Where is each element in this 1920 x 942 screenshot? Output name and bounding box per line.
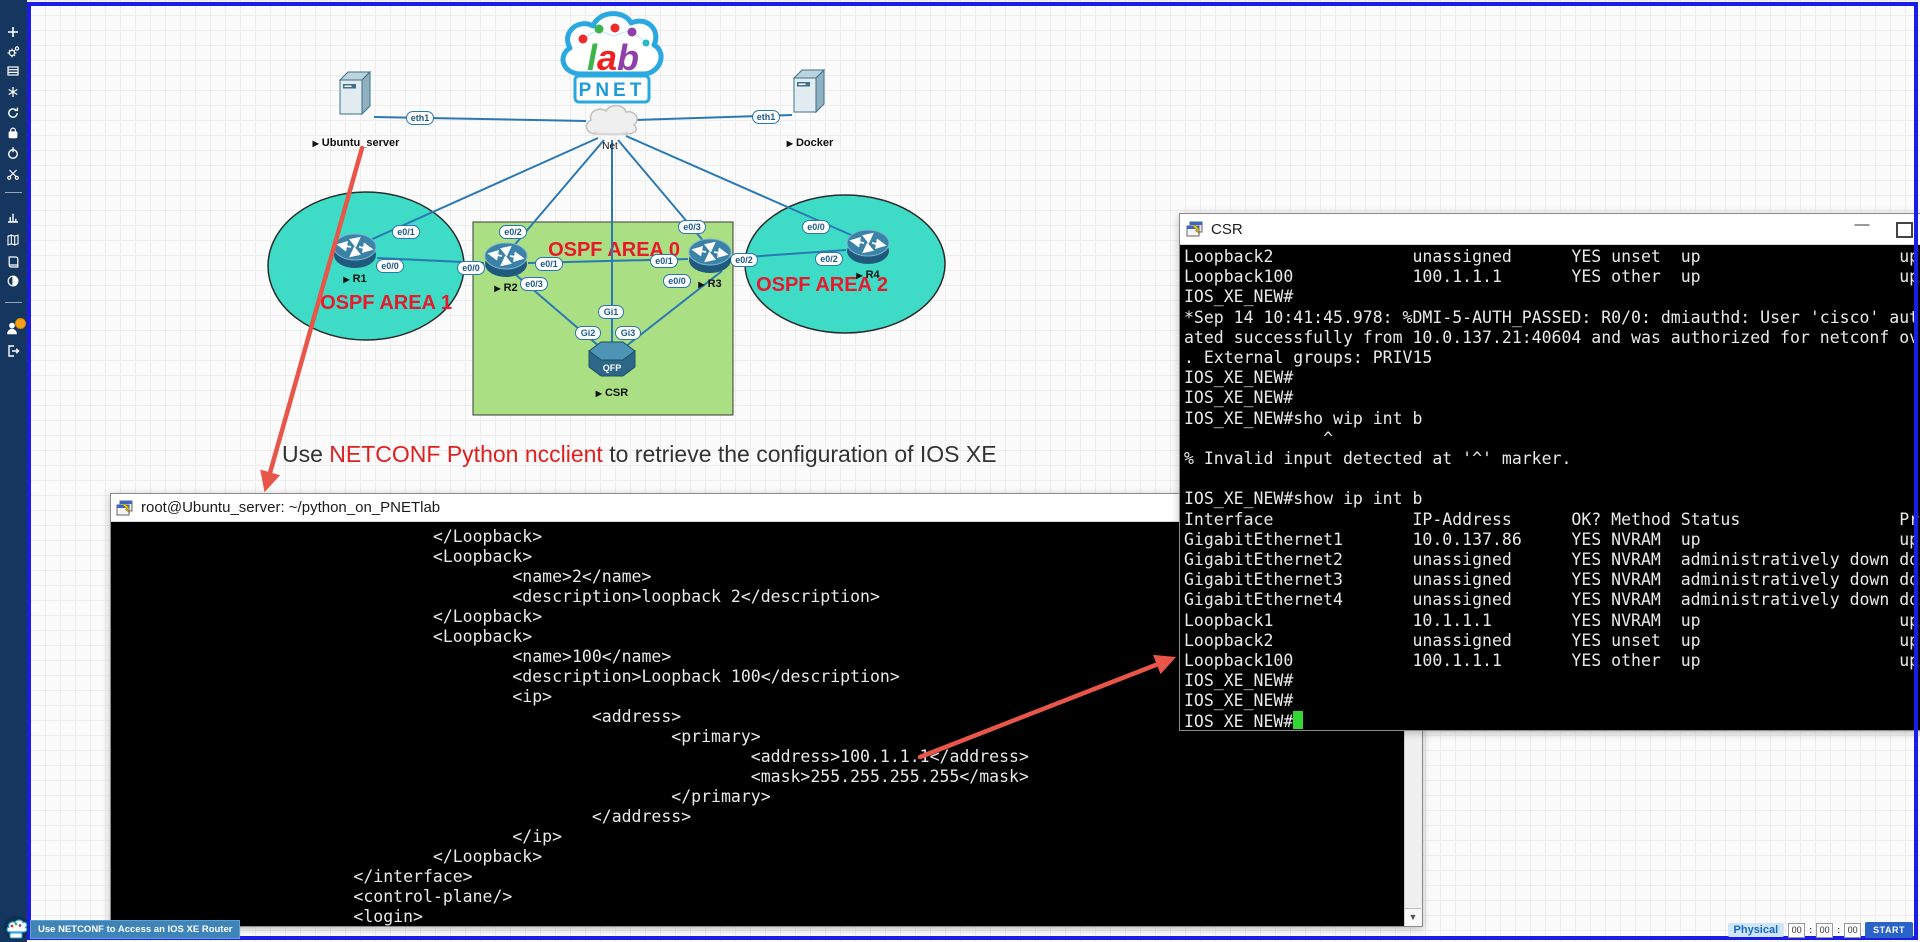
play-icon: ▶ bbox=[342, 275, 350, 284]
status-bar-right: Physical 00 : 00 : 00 START bbox=[1727, 922, 1913, 938]
minimize-button[interactable]: — bbox=[1854, 216, 1870, 233]
settings-icon[interactable] bbox=[0, 42, 27, 64]
lab-logo-icon bbox=[3, 915, 29, 941]
timer-minutes: 00 bbox=[1816, 922, 1834, 938]
mode-badge[interactable]: Physical bbox=[1727, 923, 1785, 937]
port-label: Gi2 bbox=[581, 328, 596, 338]
caption-text: Use NETCONF Python ncclient to retrieve … bbox=[282, 441, 997, 467]
start-button[interactable]: START bbox=[1865, 922, 1913, 938]
port-label: Gi3 bbox=[621, 328, 636, 338]
ubuntu-window-title: root@Ubuntu_server: ~/python_on_PNETlab bbox=[141, 499, 441, 516]
csr-window-titlebar[interactable]: CSR — bbox=[1180, 214, 1920, 245]
shutdown-icon[interactable] bbox=[0, 143, 27, 165]
node-label-r2[interactable]: ▶ R2 bbox=[493, 282, 517, 294]
caption-highlight: NETCONF Python ncclient bbox=[329, 441, 603, 467]
port-label: e0/2 bbox=[820, 254, 838, 264]
node-label-r4[interactable]: ▶ R4 bbox=[855, 269, 880, 281]
ubuntu-server-icon[interactable] bbox=[339, 71, 371, 115]
port-label: eth1 bbox=[757, 112, 776, 122]
csr-terminal-output: Loopback2 unassigned YES unset up up Loo… bbox=[1184, 247, 1920, 730]
port-label: e0/1 bbox=[655, 256, 673, 266]
docker-server-icon[interactable] bbox=[793, 69, 825, 113]
map-icon[interactable] bbox=[0, 230, 27, 252]
play-icon: ▶ bbox=[312, 139, 320, 148]
refresh-icon[interactable] bbox=[0, 103, 27, 125]
router-r1-icon[interactable] bbox=[334, 234, 376, 268]
terminal-cursor bbox=[1293, 711, 1303, 729]
port-label: e0/0 bbox=[668, 276, 686, 286]
play-icon: ▶ bbox=[786, 139, 794, 148]
theme-icon[interactable] bbox=[0, 271, 27, 293]
link-r3-csr[interactable] bbox=[624, 270, 723, 348]
sidebar-divider bbox=[5, 192, 22, 193]
ospf-area1-label: OSPF AREA 1 bbox=[320, 292, 452, 314]
port-label: e0/3 bbox=[683, 222, 701, 232]
port-label: e0/0 bbox=[381, 261, 399, 271]
sidebar bbox=[0, 0, 27, 942]
logo-lab-text: lab bbox=[587, 37, 639, 78]
book-icon[interactable] bbox=[0, 252, 27, 274]
node-label-docker[interactable]: ▶ Docker bbox=[786, 137, 834, 149]
play-icon: ▶ bbox=[595, 389, 603, 398]
link-net-r2[interactable] bbox=[511, 139, 605, 249]
scroll-down-button[interactable]: ▼ bbox=[1405, 908, 1421, 926]
putty-icon bbox=[1186, 221, 1203, 237]
router-r2-icon[interactable] bbox=[485, 243, 527, 277]
logout-icon[interactable] bbox=[0, 341, 27, 363]
csr-chip-label: QFP bbox=[603, 363, 622, 373]
timer-seconds: 00 bbox=[1844, 922, 1862, 938]
node-label-r1[interactable]: ▶ R1 bbox=[342, 273, 366, 285]
router-r3-icon[interactable] bbox=[689, 239, 731, 273]
router-r4-icon[interactable] bbox=[847, 230, 889, 264]
port-label: e0/3 bbox=[525, 279, 543, 289]
tools-icon[interactable] bbox=[0, 164, 27, 186]
router-csr-icon[interactable]: QFP bbox=[588, 341, 636, 377]
node-label-r3[interactable]: ▶ R3 bbox=[697, 278, 721, 290]
node-label-csr[interactable]: ▶ CSR bbox=[595, 387, 628, 399]
port-label: e0/1 bbox=[397, 227, 415, 237]
lock-icon[interactable] bbox=[0, 123, 27, 145]
port-label: e0/0 bbox=[807, 222, 825, 232]
port-label: e0/2 bbox=[504, 227, 522, 237]
lab-name-tooltip: Use NETCONF to Access an IOS XE Router bbox=[30, 920, 241, 939]
port-label: e0/2 bbox=[735, 255, 753, 265]
ospf-area2-label: OSPF AREA 2 bbox=[756, 274, 888, 296]
cluster-icon[interactable] bbox=[0, 82, 27, 104]
port-label: Gi1 bbox=[604, 307, 619, 317]
notification-badge bbox=[15, 318, 26, 329]
maximize-button[interactable] bbox=[1896, 222, 1913, 238]
ospf-area2-shape bbox=[744, 194, 946, 334]
node-label-net[interactable]: Net bbox=[602, 141, 618, 152]
play-icon: ▶ bbox=[855, 271, 863, 280]
port-label: e0/0 bbox=[462, 263, 480, 273]
pnetlab-logo: lab PNET bbox=[560, 11, 664, 104]
sidebar-divider bbox=[5, 302, 22, 303]
chart-icon[interactable] bbox=[0, 207, 27, 229]
link-ubuntu-net[interactable] bbox=[373, 116, 587, 122]
logo-pnet-text: PNET bbox=[579, 80, 646, 101]
link-net-r1[interactable] bbox=[367, 137, 599, 242]
port-label: eth1 bbox=[411, 113, 430, 123]
play-icon: ▶ bbox=[493, 284, 501, 293]
add-node-icon[interactable] bbox=[0, 22, 27, 44]
user-icon[interactable] bbox=[0, 318, 27, 340]
csr-window-title: CSR bbox=[1211, 220, 1243, 238]
putty-icon bbox=[116, 500, 133, 515]
port-label: e0/1 bbox=[540, 259, 558, 269]
play-icon: ▶ bbox=[697, 280, 705, 289]
net-cloud-icon[interactable] bbox=[585, 104, 638, 136]
csr-terminal-body[interactable]: Loopback2 unassigned YES unset up up Loo… bbox=[1180, 245, 1920, 730]
timer-hours: 00 bbox=[1788, 922, 1806, 938]
csr-terminal-window: CSR — Loopback2 unassigned YES unset up … bbox=[1179, 213, 1920, 731]
nodes-list-icon[interactable] bbox=[0, 61, 27, 83]
port-labels: eth1 eth1 e0/1 e0/0 e0/0 e0/2 e0/1 e0/3 … bbox=[376, 110, 843, 340]
ospf-area0-label: OSPF AREA 0 bbox=[548, 239, 680, 261]
node-label-ubuntu[interactable]: ▶ Ubuntu_server bbox=[312, 137, 401, 149]
